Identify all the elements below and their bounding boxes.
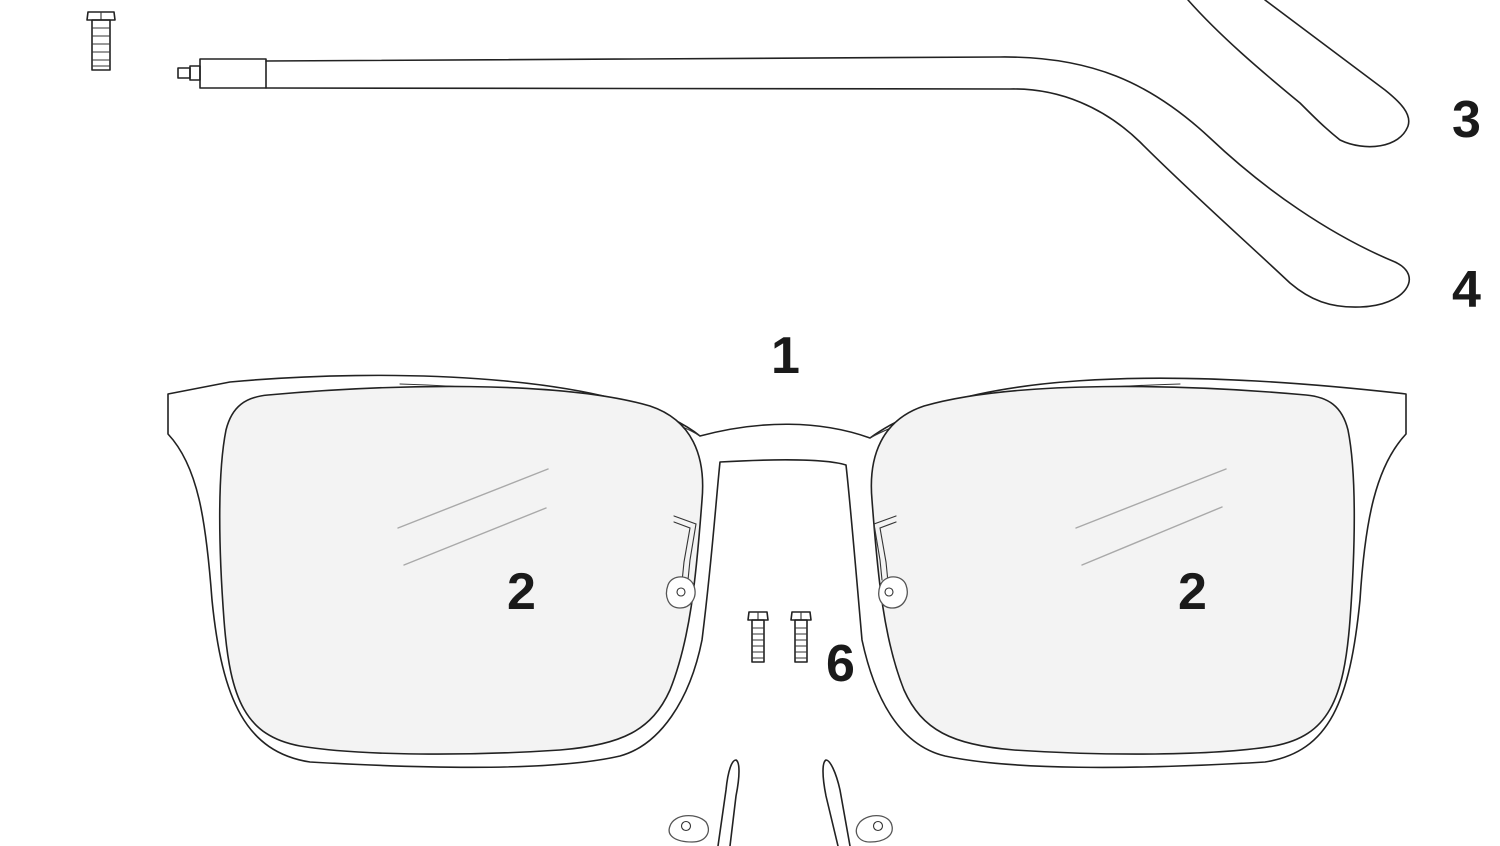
nose-pad-loose-right [822, 759, 893, 846]
lens-right [870, 385, 1356, 755]
nose-pad-arm-right-attached [873, 515, 908, 609]
callout-lens-left: 2 [507, 563, 536, 621]
hinge-screw-top [86, 11, 116, 71]
temple-arm-side [177, 56, 1410, 308]
callout-screws: 6 [826, 635, 855, 693]
callout-temple-upper: 3 [1452, 91, 1481, 149]
lens-right-glare-upper [1075, 468, 1227, 529]
callout-lens-right: 2 [1178, 563, 1207, 621]
screw-small-right [790, 611, 812, 663]
callout-frame: 1 [771, 327, 800, 385]
lens-left-glare-upper [397, 468, 549, 529]
lens-right-glare-lower [1081, 506, 1223, 566]
temple-arm-tip [1187, 0, 1410, 148]
callout-temple-lower: 4 [1452, 261, 1481, 319]
lens-left [218, 385, 704, 755]
nose-pad-arm-left-attached [665, 515, 697, 609]
lens-left-glare-lower [403, 507, 547, 566]
nose-pad-loose-left [668, 759, 740, 846]
screw-small-left [747, 611, 769, 663]
